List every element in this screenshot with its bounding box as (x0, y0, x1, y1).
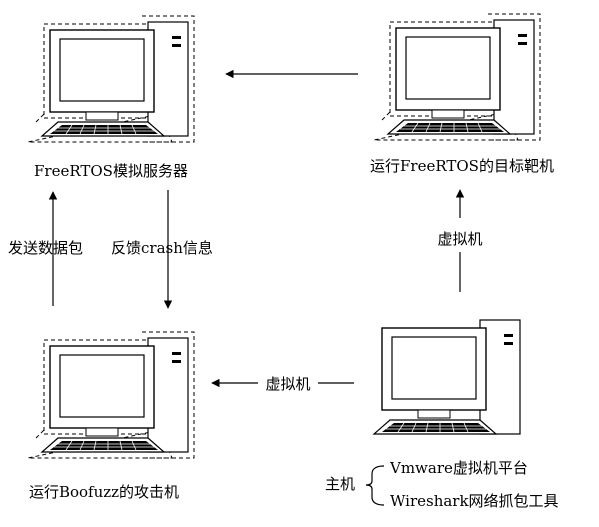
target-computer-icon (373, 13, 541, 141)
server-computer-icon (27, 15, 195, 143)
attacker-computer-icon (27, 331, 195, 459)
host-label: 主机 (325, 475, 355, 493)
vm-attacker-label: 虚拟机 (265, 375, 310, 393)
host-item-wireshark: Wireshark网络抓包工具 (390, 492, 559, 510)
host-computer-icon (373, 319, 521, 435)
target-label: 运行FreeRTOS的目标靶机 (370, 157, 554, 175)
host-brace (365, 465, 385, 506)
crash-feedback-label: 反馈crash信息 (111, 239, 213, 257)
send-packets-label: 发送数据包 (8, 239, 83, 257)
attacker-label: 运行Boofuzz的攻击机 (29, 483, 179, 501)
host-item-vmware: Vmware虚拟机平台 (389, 459, 528, 477)
server-label: FreeRTOS模拟服务器 (34, 162, 188, 180)
vm-target-label: 虚拟机 (437, 230, 482, 248)
